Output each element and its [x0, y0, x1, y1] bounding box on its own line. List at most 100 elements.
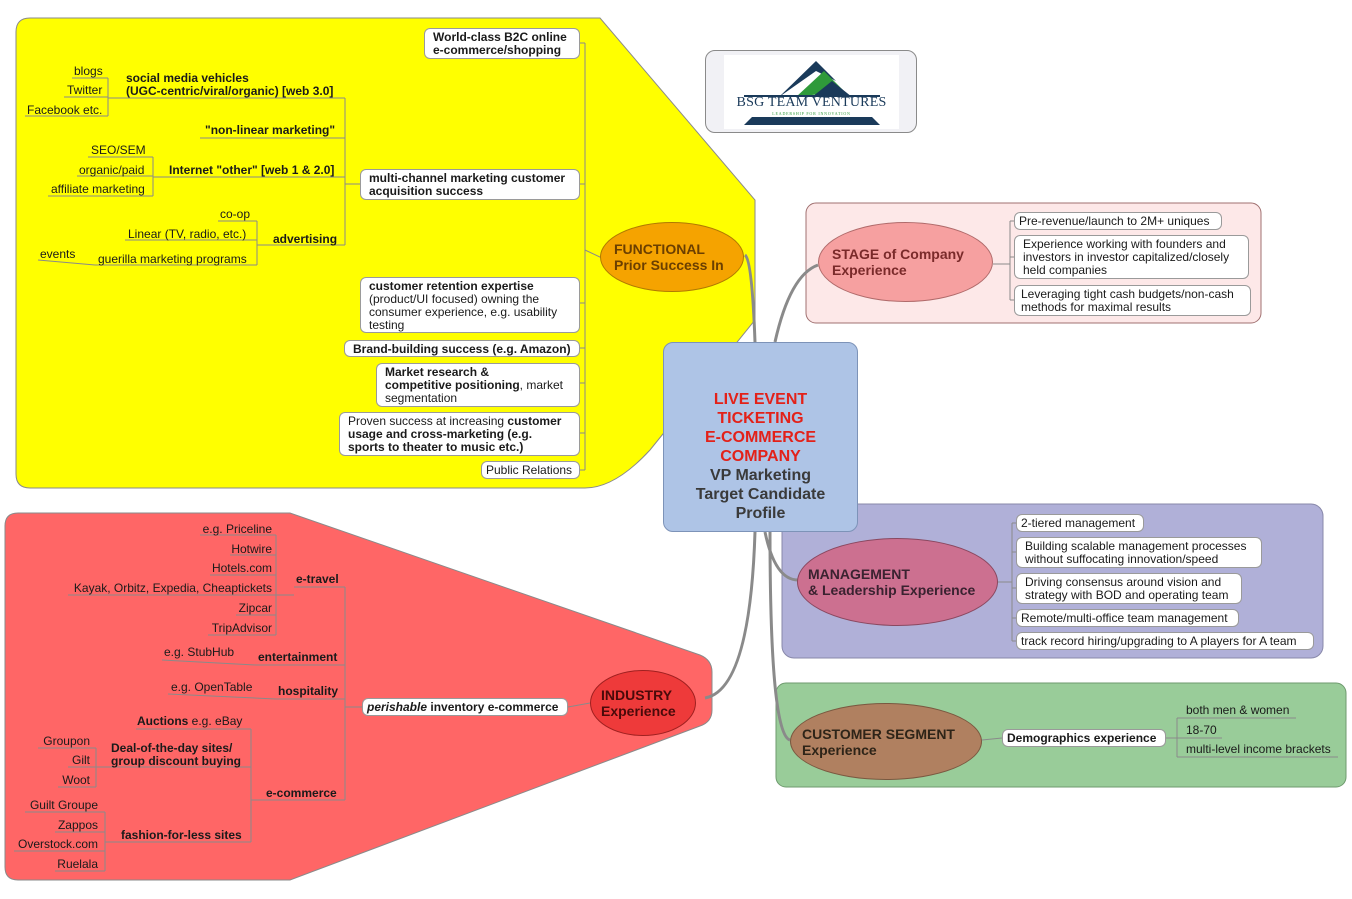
leaf-blogs[interactable]: blogs [74, 64, 103, 78]
node-auctions-bold: Auctions [137, 714, 189, 728]
node-nonlinear[interactable]: "non-linear marketing" [205, 123, 336, 137]
management-item-3[interactable]: Driving consensus around vision and stra… [1016, 573, 1242, 604]
leaf-seo[interactable]: SEO/SEM [91, 143, 146, 157]
management-item-5[interactable]: track record hiring/upgrading to A playe… [1016, 632, 1314, 650]
industry-subtitle: Experience [601, 703, 676, 719]
logo-frame: BSG TEAM VENTURES LEADERSHIP FOR INNOVAT… [705, 50, 917, 133]
node-ecommerce[interactable]: e-commerce [266, 786, 337, 800]
node-auctions[interactable]: Auctions e.g. eBay [137, 714, 242, 728]
leaf-groupon[interactable]: Groupon [43, 734, 90, 748]
customer-subtitle: Experience [802, 741, 877, 758]
node-multichannel-line-2: acquisition success [369, 184, 484, 198]
customer-item-3[interactable]: multi-level income brackets [1186, 742, 1331, 756]
stage-node[interactable]: STAGE of Company Experience [818, 222, 993, 302]
leaf-facebook[interactable]: Facebook etc. [27, 103, 103, 117]
leaf-twitter[interactable]: Twitter [67, 83, 103, 97]
connector-functional [743, 253, 757, 343]
node-proven-success[interactable]: Proven success at increasing customer us… [339, 412, 580, 456]
node-advertising[interactable]: advertising [273, 232, 338, 246]
leaf-overstock[interactable]: Overstock.com [17, 837, 98, 851]
node-social-media-1[interactable]: social media vehicles [126, 71, 249, 85]
customer-item-2[interactable]: 18-70 [1186, 723, 1217, 737]
node-proven-bold: customer usage and cross-marketing (e.g.… [348, 414, 562, 454]
leaf-gilt[interactable]: Gilt [72, 753, 90, 767]
leaf-guilt[interactable]: Guilt Groupe [29, 798, 98, 812]
management-item-2[interactable]: Building scalable management processes w… [1016, 537, 1262, 568]
node-perishable[interactable]: perishable inventory e-commerce [362, 698, 568, 716]
leaf-zipcar[interactable]: Zipcar [238, 601, 272, 615]
node-perishable-rest: inventory e-commerce [427, 700, 559, 714]
central-title-line-4: COMPANY [720, 448, 801, 465]
management-item-1[interactable]: 2-tiered management [1016, 514, 1144, 532]
node-public-relations[interactable]: Public Relations [481, 461, 580, 479]
node-auctions-rest: e.g. eBay [188, 714, 243, 728]
leaf-opentable[interactable]: e.g. OpenTable [171, 680, 253, 694]
leaf-guerilla[interactable]: guerilla marketing programs [98, 252, 247, 266]
node-market-rest: , market segmentation [385, 378, 564, 405]
leaf-stubhub[interactable]: e.g. StubHub [164, 645, 235, 659]
node-etravel[interactable]: e-travel [296, 572, 339, 586]
node-internet-other[interactable]: Internet "other" [web 1 & 2.0] [169, 163, 335, 177]
leaf-zappos[interactable]: Zappos [57, 818, 98, 832]
customer-item-1[interactable]: both men & women [1186, 703, 1290, 717]
node-demographics[interactable]: Demographics experience [1002, 729, 1166, 747]
node-proven-pre: Proven success at increasing [348, 414, 508, 428]
node-deal-1[interactable]: Deal-of-the-day sites/ [111, 741, 233, 755]
central-subtitle-line-3: Profile [735, 505, 786, 522]
node-b2c[interactable]: World-class B2C online e-commerce/shoppi… [424, 28, 580, 59]
management-title: MANAGEMENT [808, 566, 910, 582]
stage-item-2-label: Experience working with founders and inv… [1023, 237, 1230, 277]
node-b2c-line-2: e-commerce/shopping [433, 43, 562, 57]
node-perishable-label: perishable inventory e-commerce [367, 700, 558, 714]
industry-region [4, 512, 713, 881]
management-item-5-label: track record hiring/upgrading to A playe… [1021, 634, 1297, 648]
stage-subtitle: Experience [832, 262, 907, 278]
leaf-coop[interactable]: co-op [220, 207, 251, 221]
leaf-woot[interactable]: Woot [62, 773, 90, 787]
node-brand[interactable]: Brand-building success (e.g. Amazon) [344, 340, 580, 357]
node-retention-rest: (product/UI focused) owning the consumer… [369, 292, 558, 332]
node-entertainment[interactable]: entertainment [258, 650, 338, 664]
node-demographics-label: Demographics experience [1007, 731, 1157, 745]
leaf-events[interactable]: events [40, 247, 76, 261]
connector-customer [768, 531, 791, 742]
leaf-ruelala[interactable]: Ruelala [57, 857, 98, 871]
stage-item-1[interactable]: Pre-revenue/launch to 2M+ uniques [1014, 212, 1222, 230]
logo-tagline: LEADERSHIP FOR INNOVATION [772, 111, 851, 116]
management-item-1-label: 2-tiered management [1021, 516, 1136, 530]
stage-item-3-label: Leveraging tight cash budgets/non-cash m… [1021, 287, 1234, 314]
node-pr-label: Public Relations [486, 463, 573, 477]
leaf-hotels[interactable]: Hotels.com [211, 561, 272, 575]
node-brand-label: Brand-building success (e.g. Amazon) [353, 342, 571, 356]
logo-name: BSG TEAM VENTURES [736, 95, 887, 110]
industry-node[interactable]: INDUSTRY Experience [590, 670, 696, 736]
customer-node[interactable]: CUSTOMER SEGMENT Experience [790, 703, 982, 780]
leaf-linear[interactable]: Linear (TV, radio, etc.) [128, 227, 247, 241]
node-fashion[interactable]: fashion-for-less sites [121, 828, 242, 842]
management-item-3-label: Driving consensus around vision and stra… [1025, 575, 1229, 602]
central-subtitle-line-1: VP Marketing [709, 467, 812, 484]
management-item-4[interactable]: Remote/multi-office team management [1016, 609, 1239, 627]
node-multichannel[interactable]: multi-channel marketing customer acquisi… [360, 169, 580, 200]
leaf-kayak[interactable]: Kayak, Orbitz, Expedia, Cheaptickets [73, 581, 272, 595]
leaf-tripadvisor[interactable]: TripAdvisor [211, 621, 272, 635]
connector-management [763, 531, 799, 582]
management-node[interactable]: MANAGEMENT & Leadership Experience [797, 538, 998, 626]
node-social-media-2[interactable]: (UGC-centric/viral/organic) [web 3.0] [126, 84, 334, 98]
customer-title: CUSTOMER SEGMENT [802, 725, 955, 742]
stage-item-2[interactable]: Experience working with founders and inv… [1014, 235, 1249, 279]
node-market-research[interactable]: Market research &competitive positioning… [376, 363, 580, 407]
functional-subtitle: Prior Success In [614, 257, 724, 273]
connector-stage [773, 263, 819, 343]
stage-title: STAGE of Company [832, 246, 964, 262]
leaf-organic[interactable]: organic/paid [79, 163, 145, 177]
leaf-affiliate[interactable]: affiliate marketing [51, 182, 145, 196]
node-deal-2[interactable]: group discount buying [111, 754, 241, 768]
stage-item-3[interactable]: Leveraging tight cash budgets/non-cash m… [1014, 285, 1251, 316]
leaf-hotwire[interactable]: Hotwire [231, 542, 272, 556]
node-hospitality[interactable]: hospitality [278, 684, 339, 698]
node-retention[interactable]: customer retention expertise (product/UI… [360, 277, 580, 333]
functional-node[interactable]: FUNCTIONAL Prior Success In [600, 222, 744, 292]
leaf-priceline[interactable]: e.g. Priceline [202, 522, 272, 536]
central-topic[interactable]: LIVE EVENT TICKETING E-COMMERCE COMPANY … [663, 342, 858, 532]
